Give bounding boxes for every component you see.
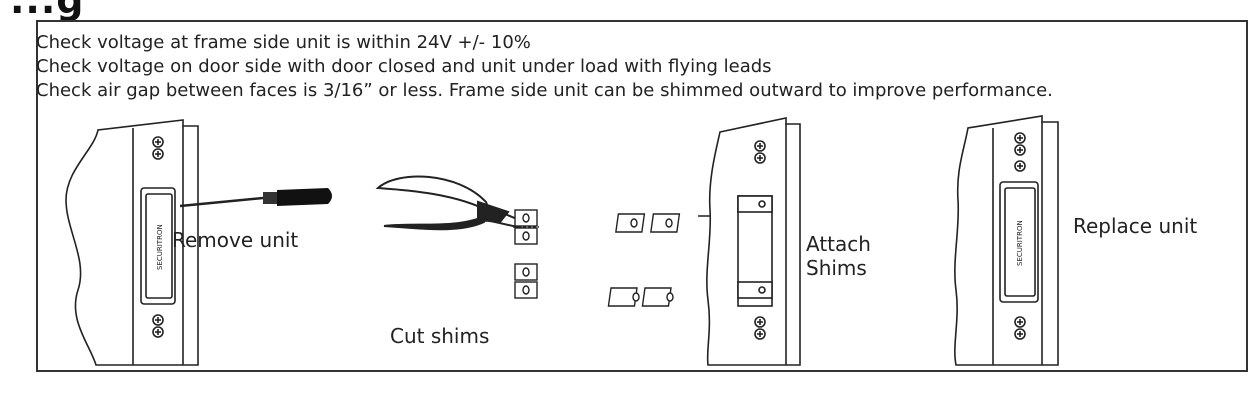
section-heading-clipped: ...g [0, 0, 1254, 20]
instruction-panel [36, 20, 1248, 372]
instruction-line-1: Check voltage at frame side unit is with… [36, 32, 531, 53]
screwdriver-icon [179, 188, 332, 208]
step-attach-shims-caption-line2: Shims [806, 256, 867, 280]
door-frame-icon: SECURITRON [65, 119, 199, 366]
door-frame-icon: SECURITRON [954, 115, 1059, 366]
step-replace-unit-caption: Replace unit [1073, 214, 1198, 238]
svg-text:SECURITRON: SECURITRON [1016, 220, 1024, 266]
section-heading: ...g [10, 0, 85, 20]
wire-cutters-icon [375, 175, 525, 231]
step-remove-unit-caption: Remove unit [172, 228, 299, 252]
shim-icon [513, 209, 539, 299]
step-cut-shims-caption: Cut shims [390, 324, 490, 348]
installation-steps-illustration: SECURITRON [65, 115, 1059, 366]
instruction-line-3: Check air gap between faces is 3/16” or … [36, 80, 1053, 101]
door-frame-icon [706, 117, 801, 366]
step-attach-shims-caption-line1: Attach [806, 232, 871, 256]
shim-icon [607, 213, 681, 307]
instruction-line-2: Check voltage on door side with door clo… [36, 56, 772, 77]
svg-text:SECURITRON: SECURITRON [156, 224, 164, 270]
